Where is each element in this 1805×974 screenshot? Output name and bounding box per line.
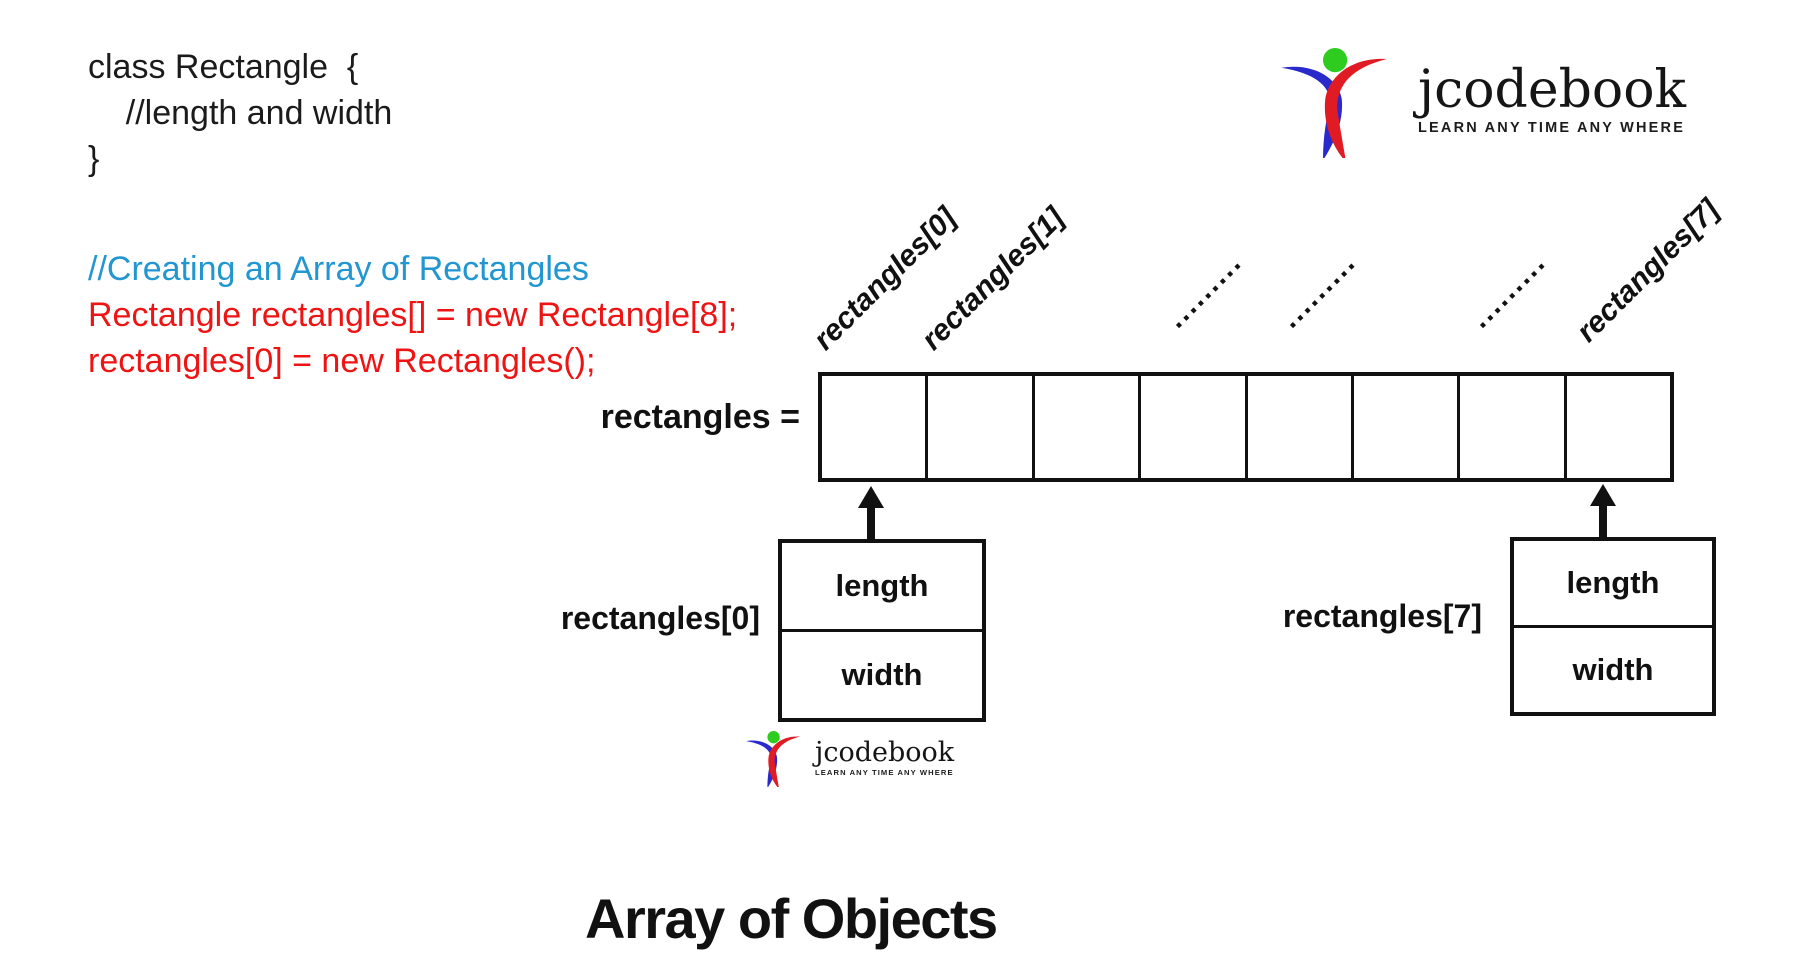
- code-line-array-decl: Rectangle rectangles[] = new Rectangle[8…: [88, 296, 738, 334]
- person-icon: [746, 731, 800, 787]
- code-line-class-body: //length and width: [88, 94, 393, 132]
- array-index-ellipsis-1: .........: [1159, 245, 1249, 335]
- page-title: Array of Objects: [585, 887, 998, 950]
- object-field-length: length: [1514, 541, 1712, 628]
- arrow-head-icon: [858, 486, 884, 508]
- arrow-head-icon: [1590, 484, 1616, 506]
- code-block-array: //Creating an Array of Rectangles Rectan…: [88, 246, 737, 384]
- array-cell-4: [1248, 376, 1354, 478]
- arrow-shaft: [867, 504, 875, 540]
- code-line-object-init: rectangles[0] = new Rectangles();: [88, 342, 596, 380]
- brand-text: jcodebook LEARN ANY TIME ANY WHERE: [1418, 62, 1686, 136]
- brand-text: jcodebook LEARN ANY TIME ANY WHERE: [815, 738, 954, 777]
- array-cell-7: [1567, 376, 1670, 478]
- brand-logo-top-right: jcodebook LEARN ANY TIME ANY WHERE: [1272, 48, 1686, 158]
- array-cell-1: [928, 376, 1035, 478]
- array-cell-6: [1460, 376, 1567, 478]
- person-icon: [1281, 48, 1387, 158]
- code-line-class-open: class Rectangle {: [88, 48, 359, 86]
- brand-logo-small: jcodebook LEARN ANY TIME ANY WHERE: [742, 731, 954, 787]
- object-box-rectangles0: length width: [778, 539, 986, 722]
- object-label-rectangles7: rectangles[7]: [1282, 598, 1482, 634]
- array-cell-2: [1035, 376, 1142, 478]
- array-index-ellipsis-2: .........: [1273, 245, 1363, 335]
- array-assign-label: rectangles =: [600, 398, 800, 436]
- array-cell-5: [1354, 376, 1461, 478]
- code-line-comment: //Creating an Array of Rectangles: [88, 250, 589, 288]
- brand-tagline: LEARN ANY TIME ANY WHERE: [1418, 120, 1686, 136]
- object-box-rectangles7: length width: [1510, 537, 1716, 716]
- array-index-ellipsis-3: .........: [1463, 245, 1553, 335]
- object-field-width: width: [1572, 652, 1654, 687]
- array-boxes: [818, 372, 1674, 482]
- arrow-shaft: [1599, 502, 1607, 538]
- array-cell-0: [822, 376, 929, 478]
- code-line-class-close: }: [88, 140, 100, 178]
- object-label-rectangles0: rectangles[0]: [560, 600, 760, 636]
- array-cell-3: [1141, 376, 1248, 478]
- brand-name: jcodebook: [815, 736, 955, 768]
- object-field-length: length: [782, 543, 982, 632]
- array-index-label-7: rectangles[7]: [1570, 193, 1726, 349]
- object-field-width: width: [841, 657, 923, 692]
- brand-tagline: LEARN ANY TIME ANY WHERE: [815, 767, 954, 777]
- code-block-class: class Rectangle { //length and width }: [88, 44, 392, 182]
- brand-name: jcodebook: [1418, 60, 1687, 120]
